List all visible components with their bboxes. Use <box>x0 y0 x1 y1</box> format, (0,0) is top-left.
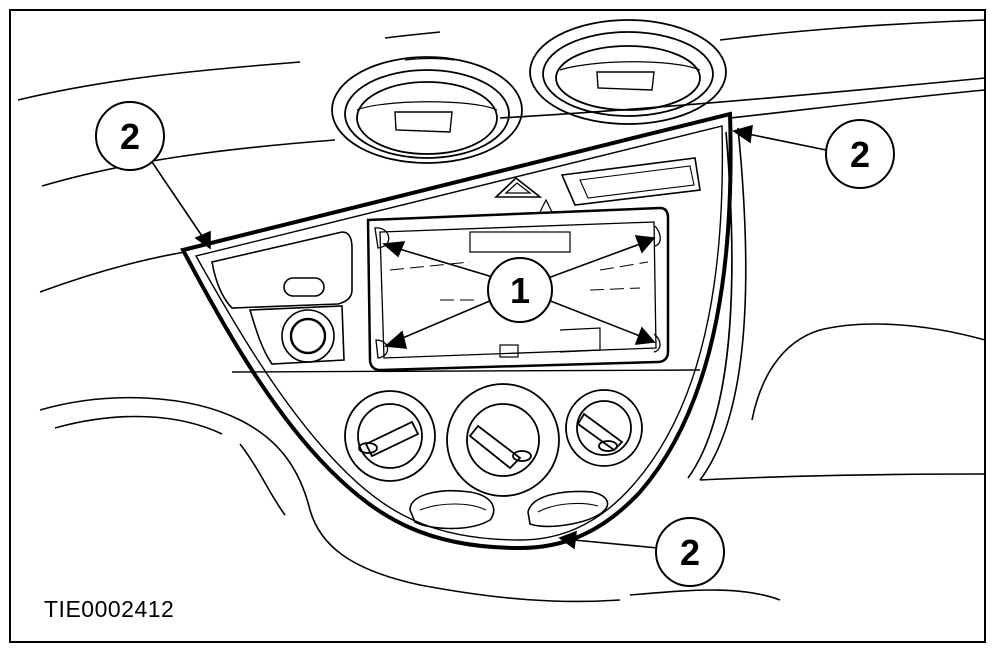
callout-2-bottom: 2 <box>655 517 725 587</box>
right-heater-knob <box>565 389 643 467</box>
hazard-switch <box>493 176 543 198</box>
figure-frame <box>9 9 986 643</box>
edge-arrows <box>151 124 827 550</box>
upper-switch-panel <box>560 157 701 206</box>
left-air-vent <box>331 56 523 164</box>
callout-2-right: 2 <box>825 119 895 189</box>
radio-opening <box>366 198 670 372</box>
left-heater-knob <box>344 390 436 482</box>
center-console-bezel <box>180 111 733 551</box>
callout-2-left: 2 <box>95 101 165 171</box>
callout-1: 1 <box>487 257 553 323</box>
center-heater-knob <box>446 383 560 497</box>
callout-2-right-label: 2 <box>850 134 870 175</box>
lower-left-vent <box>409 490 495 530</box>
right-air-vent <box>529 19 727 125</box>
fastener-arrows <box>382 235 656 349</box>
dashboard-outline <box>17 19 986 603</box>
lower-right-vent <box>527 490 609 528</box>
callout-2-bottom-label: 2 <box>680 532 700 573</box>
callout-1-label: 1 <box>510 270 530 311</box>
callout-2-left-label: 2 <box>120 116 140 157</box>
left-pocket <box>211 231 353 365</box>
figure-code: TIE0002412 <box>44 596 175 622</box>
